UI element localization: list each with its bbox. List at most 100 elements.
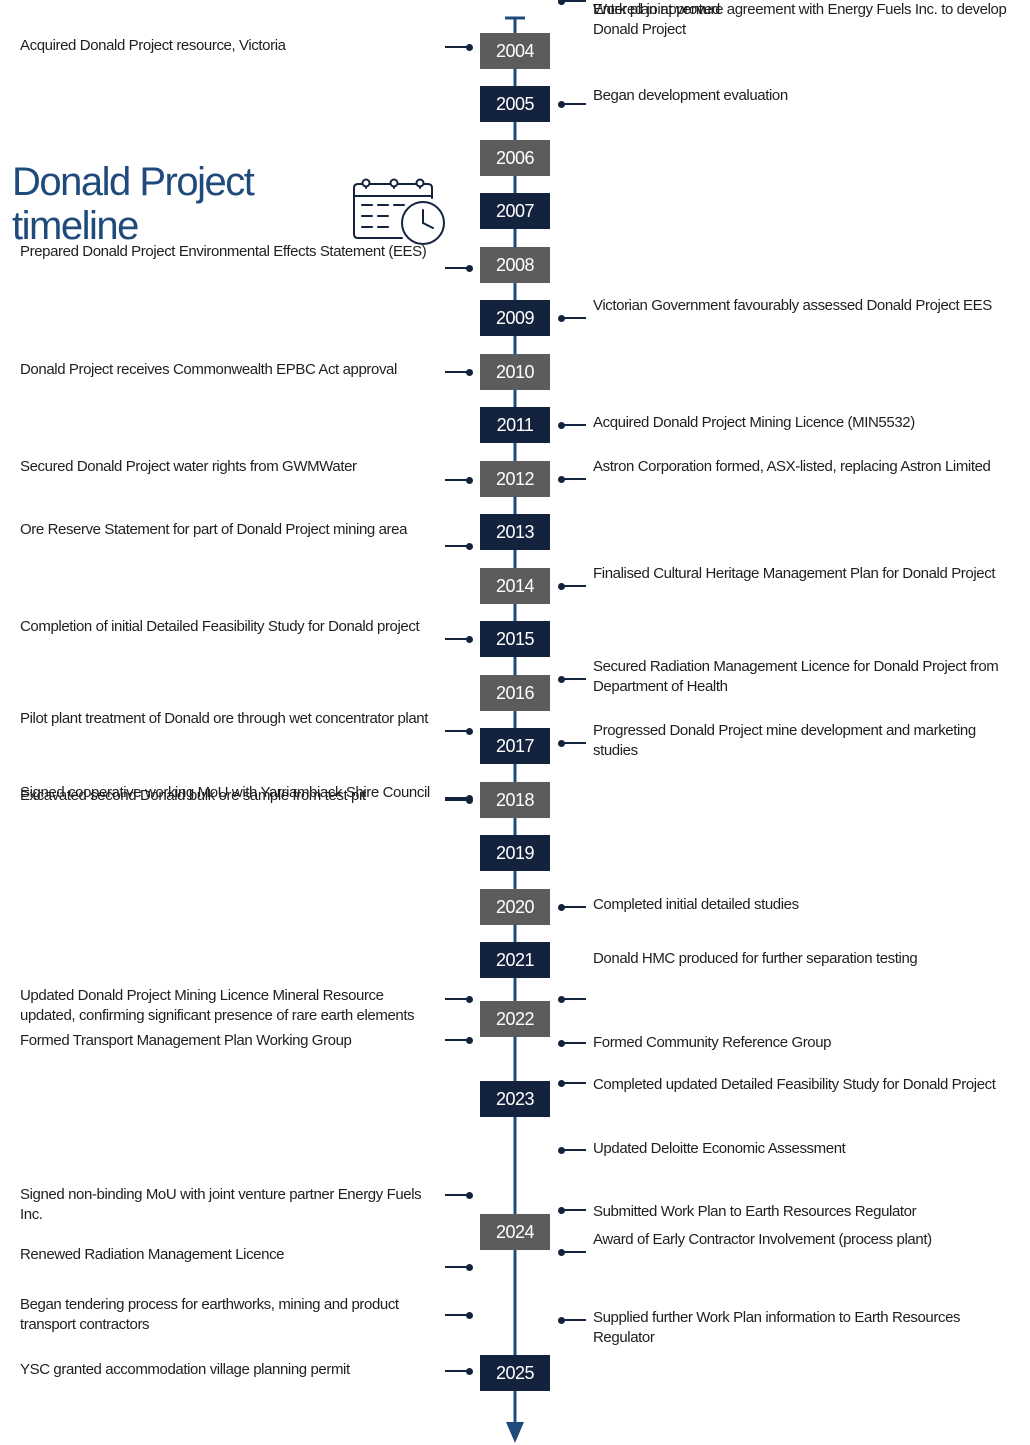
event-text-right: Submitted Work Plan to Earth Resources R… [593,1203,917,1220]
event-connector [445,368,473,376]
event-text-right: Entered joint venture agreement with Ene… [593,1,1007,38]
connector-dot [558,1206,565,1214]
event-text-right: Secured Radiation Management Licence for… [593,658,999,695]
connector-dot [558,1248,565,1256]
event-text-left: Formed Transport Management Plan Working… [20,1032,352,1049]
event-text-right: Formed Community Reference Group [593,1034,832,1051]
event-text-left: Secured Donald Project water rights from… [20,458,357,475]
event-connector [445,995,473,1003]
connector-dot [466,1367,473,1375]
year-box-2010: 2010 [480,354,550,390]
connector-dot [466,1036,473,1044]
year-box-2012: 2012 [480,461,550,497]
event-text-left: Renewed Radiation Management Licence [20,1246,285,1263]
year-box-2018: 2018 [480,782,550,818]
event-connector [445,796,473,804]
year-box-2016: 2016 [480,675,550,711]
year-box-2017: 2017 [480,728,550,764]
event-connector [558,995,586,1003]
event-connector [558,421,586,429]
connector-dot [558,995,565,1003]
connector-dot [466,264,473,272]
event-text-right: Award of Early Contractor Involvement (p… [593,1231,932,1248]
year-box-2020: 2020 [480,889,550,925]
event-text-right: Astron Corporation formed, ASX-listed, r… [593,458,991,475]
connector-dot [558,100,565,108]
event-connector [558,1316,586,1324]
year-box-2021: 2021 [480,942,550,978]
event-text-right: Updated Deloitte Economic Assessment [593,1140,846,1157]
event-connector [445,43,473,51]
event-text-left: Ore Reserve Statement for part of Donald… [20,521,408,538]
event-text-left: Acquired Donald Project resource, Victor… [20,37,286,54]
event-text-right: Donald HMC produced for further separati… [593,950,918,967]
event-connector [445,727,473,735]
connector-dot [558,675,565,683]
event-connector [558,1146,586,1154]
event-text-right: Completed updated Detailed Feasibility S… [593,1076,996,1093]
page-title-line-2: timeline [12,204,139,248]
event-connector [445,476,473,484]
connector-dot [466,542,473,550]
year-box-2024: 2024 [480,1214,550,1250]
event-connector [558,0,586,5]
event-connector [445,1263,473,1271]
event-connector [445,1367,473,1375]
year-box-2007: 2007 [480,193,550,229]
event-text-right: Work plan approved [593,1,720,18]
connector-dot [558,1146,565,1154]
event-connector [445,1036,473,1044]
event-text-left: Donald Project receives Commonwealth EPB… [20,361,397,378]
event-text-left: Signed non-binding MoU with joint ventur… [20,1186,422,1223]
event-connector [558,1039,586,1047]
event-connector [445,635,473,643]
connector-dot [466,43,473,51]
connector-dot [466,1263,473,1271]
year-box-2019: 2019 [480,835,550,871]
event-connector [445,542,473,550]
event-text-left: Updated Donald Project Mining Licence Mi… [20,987,415,1024]
page-title-line-1: Donald Project [12,160,255,204]
year-box-2022: 2022 [480,1001,550,1037]
event-text-left: Began tendering process for earthworks, … [20,1296,399,1333]
connector-dot [558,0,565,5]
event-text-left: Pilot plant treatment of Donald ore thro… [20,710,429,727]
event-text-right: Progressed Donald Project mine developme… [593,722,976,759]
connector-dot [466,476,473,484]
event-connector [558,739,586,747]
event-connector [558,582,586,590]
connector-dot [466,368,473,376]
event-connector [558,100,586,108]
event-text-right: Supplied further Work Plan information t… [593,1309,961,1346]
connector-dot [558,1316,565,1324]
connector-dot [466,727,473,735]
event-text-right: Acquired Donald Project Mining Licence (… [593,414,915,431]
event-connector [558,475,586,483]
year-box-2006: 2006 [480,140,550,176]
event-text-left: Signed cooperative working MoU with Yarr… [20,784,430,801]
connector-dot [558,1039,565,1047]
year-box-2013: 2013 [480,514,550,550]
year-box-2008: 2008 [480,247,550,283]
event-connector [445,264,473,272]
arrow-down-icon [506,1422,524,1443]
connector-dot [558,739,565,747]
connector-dot [558,1079,565,1087]
event-connector [558,675,586,683]
year-box-2015: 2015 [480,621,550,657]
connector-dot [466,1311,473,1319]
event-connector [445,1311,473,1319]
event-text-left: Prepared Donald Project Environmental Ef… [20,243,427,260]
event-connector [558,314,586,322]
event-connector [558,1079,586,1087]
year-box-2023: 2023 [480,1081,550,1117]
connector-dot [558,903,565,911]
event-text-right: Completed initial detailed studies [593,896,799,913]
event-text-right: Victorian Government favourably assessed… [593,297,992,314]
event-text-right: Began development evaluation [593,87,788,104]
event-connector [558,1248,586,1256]
connector-dot [558,421,565,429]
connector-dot [466,1191,473,1199]
connector-dot [558,314,565,322]
